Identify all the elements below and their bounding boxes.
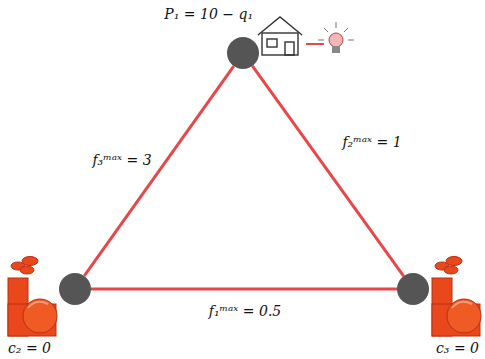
bus-node: c₃ = 0 — [397, 273, 429, 305]
line-capacity-label: f₂ᵐᵃˣ = 1 — [340, 134, 403, 150]
bus-node: c₂ = 0 — [59, 273, 91, 305]
power-plant — [8, 257, 57, 337]
bulb-icon — [318, 22, 354, 53]
node-circle — [227, 37, 259, 69]
transmission-line — [91, 289, 397, 290]
power-plant — [432, 257, 481, 337]
node-label: P₁ = 10 − q₁ — [164, 6, 253, 22]
house-icon — [258, 17, 302, 55]
node-circle — [397, 273, 429, 305]
transmission-line — [84, 66, 233, 276]
node-label: c₂ = 0 — [8, 340, 51, 356]
line-capacity-label: f₃ᵐᵃˣ = 3 — [90, 152, 153, 168]
supply-wire — [306, 43, 324, 45]
line-capacity-label: f₁ᵐᵃˣ = 0.5 — [207, 303, 284, 319]
node-circle — [59, 273, 91, 305]
transmission-line — [252, 66, 403, 276]
bus-node: P₁ = 10 − q₁ — [227, 37, 259, 69]
node-label: c₃ = 0 — [436, 340, 479, 356]
